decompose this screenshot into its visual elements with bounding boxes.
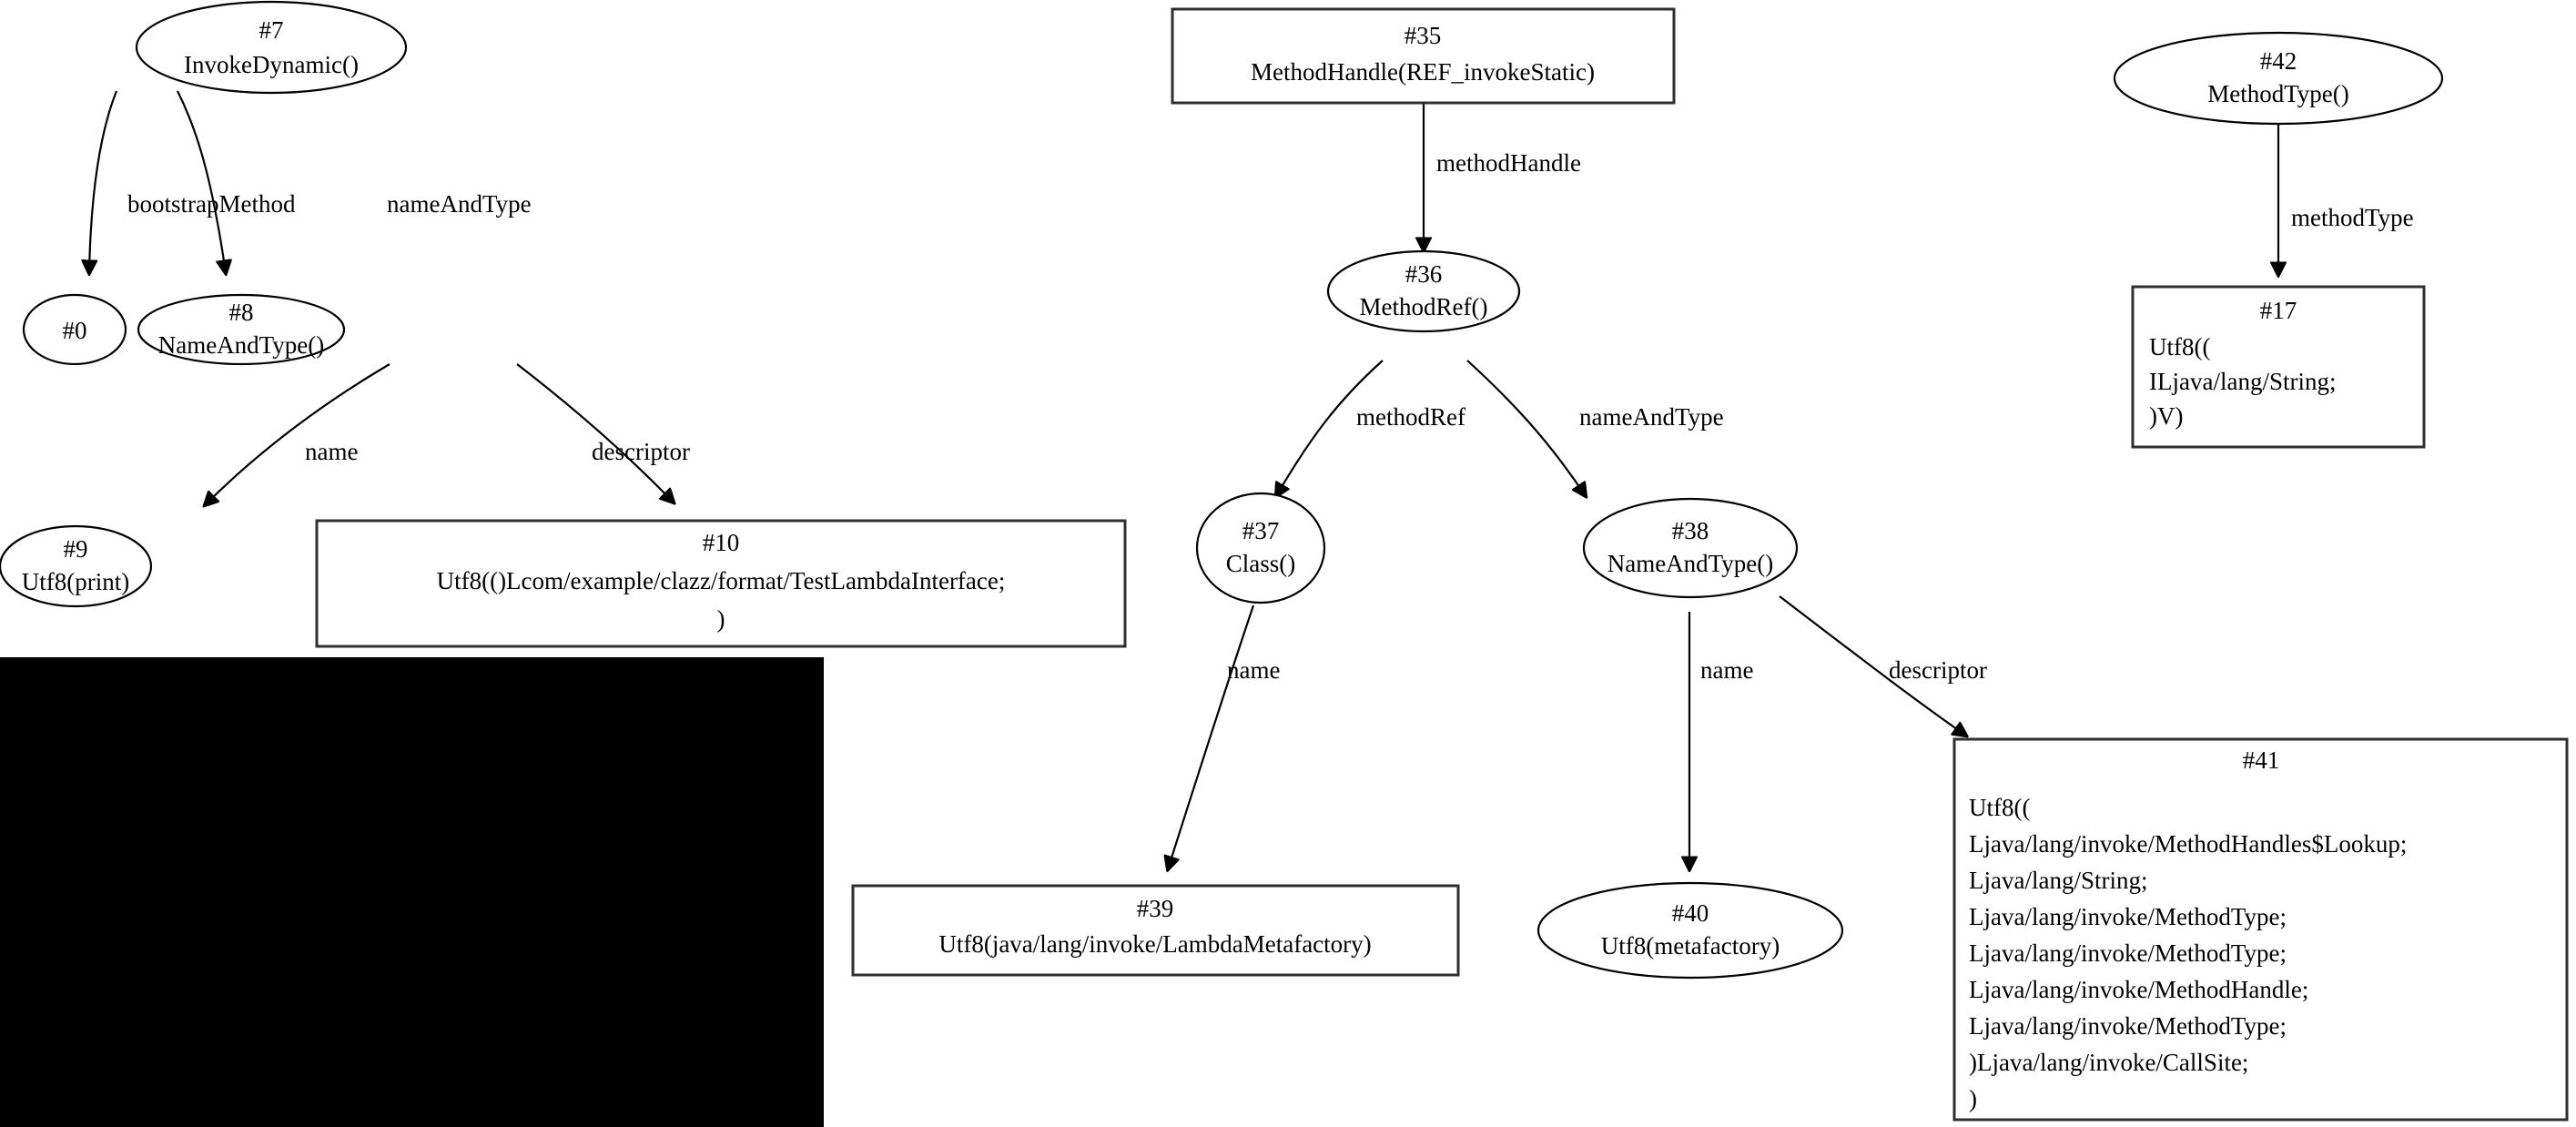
- node-0-ellipse[interactable]: [22, 293, 127, 366]
- node-42-id: #42: [2260, 47, 2297, 75]
- node-8[interactable]: #8 NameAndType(): [137, 293, 346, 366]
- edge-35-to-36: methodHandle: [1424, 103, 1581, 250]
- node-41-line-7: )Ljava/lang/invoke/CallSite;: [1969, 1049, 2248, 1076]
- node-41-line-2: Ljava/lang/String;: [1969, 867, 2147, 894]
- node-41-line-6: Ljava/lang/invoke/MethodType;: [1969, 1012, 2287, 1040]
- edge-8-to-10: descriptor: [516, 363, 690, 503]
- node-9-ellipse[interactable]: [0, 524, 153, 608]
- node-36-ellipse[interactable]: [1326, 249, 1521, 333]
- node-17-line-2: )V): [2149, 402, 2183, 430]
- edge-label-nameAndType-36: nameAndType: [1579, 403, 1724, 431]
- node-10-id: #10: [703, 529, 740, 556]
- node-8-id: #8: [229, 299, 254, 326]
- node-42-label: MethodType(): [2207, 80, 2349, 107]
- node-41-line-5: Ljava/lang/invoke/MethodHandle;: [1969, 976, 2308, 1003]
- node-9-id: #9: [64, 535, 88, 563]
- edge-38-to-41: descriptor: [1779, 595, 1987, 736]
- occlusion-overlay: [0, 657, 824, 1127]
- node-37-ellipse[interactable]: [1195, 492, 1326, 604]
- node-42-ellipse[interactable]: [2113, 31, 2444, 126]
- edge-7-to-0: bootstrapMethod: [89, 90, 296, 273]
- edge-label-methodRef: methodRef: [1356, 403, 1465, 431]
- node-41-box[interactable]: [1952, 737, 2569, 1122]
- node-41-id: #41: [2243, 746, 2280, 774]
- node-17-line-0: Utf8((: [2149, 333, 2210, 360]
- node-40-ellipse[interactable]: [1536, 881, 1844, 980]
- edge-8-to-9: name: [205, 363, 390, 505]
- node-38-label: NameAndType(): [1607, 550, 1774, 577]
- edge-label-methodHandle: methodHandle: [1436, 149, 1581, 177]
- edge-label-name-8: name: [305, 438, 358, 465]
- node-39[interactable]: #39 Utf8(java/lang/invoke/LambdaMetafact…: [851, 884, 1460, 977]
- node-38[interactable]: #38 NameAndType(): [1582, 497, 1799, 599]
- edge-label-descriptor-38: descriptor: [1889, 656, 1987, 684]
- edge-37-to-39: name: [1168, 604, 1280, 869]
- node-37[interactable]: #37 Class(): [1195, 492, 1326, 604]
- edge-7-to-8: nameAndType: [177, 90, 532, 273]
- node-7-ellipse[interactable]: [135, 0, 408, 95]
- node-39-label: Utf8(java/lang/invoke/LambdaMetafactory): [938, 930, 1371, 958]
- node-9-label: Utf8(print): [22, 568, 129, 595]
- node-35[interactable]: #35 MethodHandle(REF_invokeStatic): [1171, 7, 1676, 105]
- node-17-id: #17: [2260, 297, 2297, 324]
- edge-36-to-38: nameAndType: [1466, 360, 1724, 496]
- node-7-label: InvokeDynamic(): [184, 51, 359, 78]
- node-10-descriptor: Utf8(()Lcom/example/clazz/format/TestLam…: [437, 567, 1006, 594]
- node-7-id: #7: [259, 16, 284, 44]
- node-41[interactable]: #41 Utf8(( Ljava/lang/invoke/MethodHandl…: [1952, 737, 2569, 1122]
- edge-label-nameAndType-7: nameAndType: [387, 190, 532, 218]
- node-36-label: MethodRef(): [1360, 293, 1488, 320]
- node-17-box[interactable]: [2131, 285, 2426, 449]
- node-9[interactable]: #9 Utf8(print): [0, 524, 153, 608]
- node-39-id: #39: [1137, 895, 1174, 922]
- node-40-id: #40: [1672, 899, 1709, 927]
- node-8-label: NameAndType(): [158, 331, 325, 359]
- node-8-ellipse[interactable]: [137, 293, 346, 366]
- node-40[interactable]: #40 Utf8(metafactory): [1536, 881, 1844, 980]
- node-35-label: MethodHandle(REF_invokeStatic): [1251, 58, 1595, 86]
- node-41-line-0: Utf8((: [1969, 794, 2030, 821]
- edge-38-to-40: name: [1689, 612, 1753, 869]
- node-37-label: Class(): [1226, 550, 1296, 577]
- edge-36-to-37: methodRef: [1276, 360, 1465, 496]
- node-17[interactable]: #17 Utf8(( ILjava/lang/String; )V): [2131, 285, 2426, 449]
- node-41-line-4: Ljava/lang/invoke/MethodType;: [1969, 939, 2287, 967]
- node-17-line-1: ILjava/lang/String;: [2149, 368, 2336, 395]
- node-0-id: #0: [63, 317, 87, 344]
- node-36-id: #36: [1405, 260, 1443, 288]
- edge-label-name-38: name: [1700, 656, 1753, 684]
- node-35-box[interactable]: [1171, 7, 1676, 105]
- edge-label-name-37: name: [1227, 656, 1280, 684]
- node-41-line-1: Ljava/lang/invoke/MethodHandles$Lookup;: [1969, 830, 2407, 858]
- node-10-box[interactable]: [315, 519, 1127, 648]
- node-36[interactable]: #36 MethodRef(): [1326, 249, 1521, 333]
- node-10-closeparen: ): [717, 605, 725, 633]
- node-38-ellipse[interactable]: [1582, 497, 1799, 599]
- node-37-id: #37: [1242, 517, 1280, 544]
- node-7[interactable]: #7 InvokeDynamic(): [135, 0, 408, 95]
- node-0[interactable]: #0: [22, 293, 127, 366]
- node-41-line-8: ): [1969, 1085, 1977, 1112]
- node-39-box[interactable]: [851, 884, 1460, 977]
- edge-label-methodType: methodType: [2291, 204, 2414, 231]
- edge-42-to-17: methodType: [2278, 124, 2414, 275]
- node-35-id: #35: [1405, 22, 1442, 49]
- node-42[interactable]: #42 MethodType(): [2113, 31, 2444, 126]
- node-38-id: #38: [1672, 517, 1709, 544]
- node-41-line-3: Ljava/lang/invoke/MethodType;: [1969, 903, 2287, 930]
- node-40-label: Utf8(metafactory): [1601, 932, 1780, 959]
- node-10[interactable]: #10 Utf8(()Lcom/example/clazz/format/Tes…: [315, 519, 1127, 648]
- edge-label-descriptor-8: descriptor: [592, 438, 690, 465]
